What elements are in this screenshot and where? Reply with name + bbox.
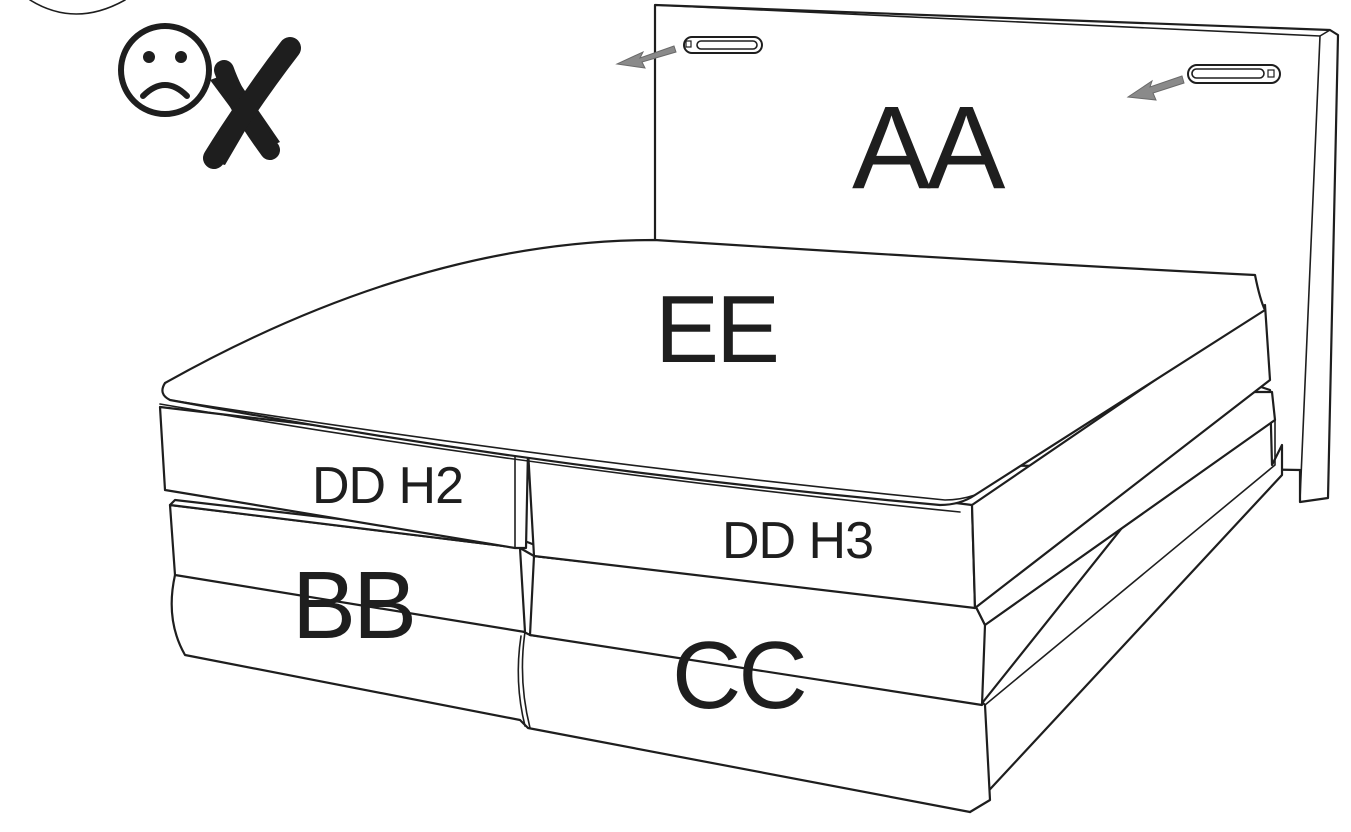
label-topper: EE xyxy=(655,276,777,383)
label-base-right: CC xyxy=(672,622,805,729)
arrow-left-icon xyxy=(615,45,677,69)
label-headboard: AA xyxy=(852,82,1006,214)
label-mattress-left: DD H2 xyxy=(312,457,463,515)
arrow-right-icon xyxy=(1126,75,1185,101)
sad-face-icon xyxy=(118,23,212,117)
label-mattress-right: DD H3 xyxy=(722,512,873,570)
label-base-left: BB xyxy=(292,552,414,659)
topper xyxy=(159,238,1267,513)
cross-mark-icon xyxy=(203,37,301,169)
corner-circle-fragment xyxy=(29,0,126,15)
bracket-right xyxy=(1187,64,1281,84)
bracket-left xyxy=(683,36,763,54)
